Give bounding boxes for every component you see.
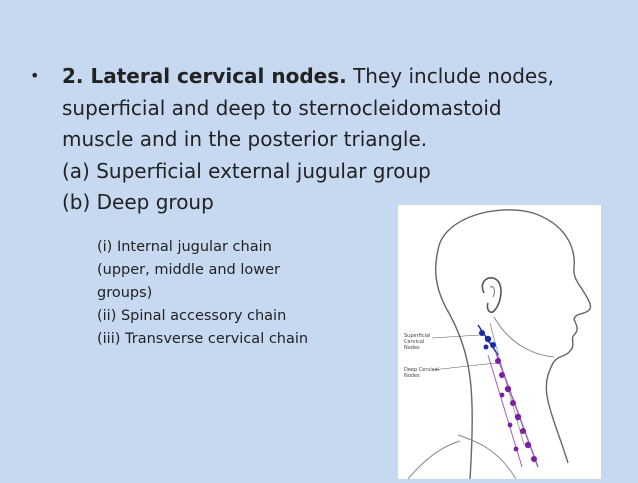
neck-lymph-node-illustration: Superficial Cervical Nodes Deep Cervical…	[398, 205, 601, 480]
sub-item: (iii) Transverse cervical chain	[97, 331, 309, 347]
neck-back	[435, 249, 473, 480]
sub-item: (upper, middle and lower	[97, 262, 281, 278]
body-line-3: muscle and in the posterior triangle.	[62, 127, 428, 151]
body-line-2: superficial and deep to sternocleidomast…	[62, 95, 502, 120]
bullet-icon: •	[30, 66, 40, 85]
superficial-leader	[431, 334, 481, 339]
superficial-label: Superficial Cervical Nodes	[404, 333, 430, 351]
jaw-line	[493, 316, 555, 358]
sub-item: groups)	[97, 285, 153, 301]
shoulder-line	[407, 440, 461, 480]
deep-nodes	[487, 352, 539, 468]
head-neck-drawing	[407, 209, 592, 480]
label-line: Cervical	[404, 339, 425, 345]
deep-group-line: (b) Deep group	[62, 190, 214, 214]
label-line: Nodes	[404, 345, 420, 351]
sub-item: (ii) Spinal accessory chain	[97, 308, 287, 324]
face-profile	[437, 209, 592, 464]
label-line: Superficial	[404, 333, 431, 339]
collar-line	[457, 434, 517, 480]
main-text-block: 2. Lateral cervical nodes. They include …	[62, 61, 632, 219]
ear	[481, 277, 502, 314]
superficial-nodes	[477, 324, 499, 356]
superficial-group-line: (a) Superficial external jugular group	[62, 158, 431, 183]
deep-leader	[431, 362, 497, 371]
ear-inner	[489, 286, 495, 298]
heading-line: 2. Lateral cervical nodes. They include …	[62, 61, 632, 93]
label-line: Deep Cervical	[404, 367, 439, 373]
heading-rest: They include nodes,	[346, 64, 554, 88]
sub-item: (i) Internal jugular chain	[97, 239, 272, 255]
deep-label: Deep Cervical Nodes	[404, 367, 439, 379]
deep-group-sublist: (i) Internal jugular chain (upper, middl…	[97, 236, 308, 351]
heading-bold: 2. Lateral cervical nodes.	[62, 64, 347, 88]
label-line: Nodes	[404, 373, 420, 379]
